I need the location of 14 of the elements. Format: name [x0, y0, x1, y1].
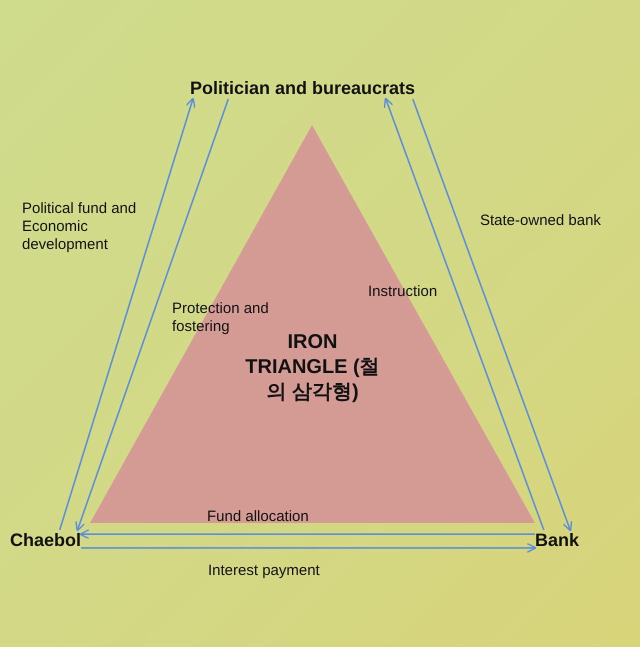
- edge-label: Political fund and Economic development: [22, 200, 136, 253]
- edge-label: Fund allocation: [207, 508, 309, 525]
- edge-label: Interest payment: [208, 562, 320, 579]
- arrow: [384, 97, 545, 530]
- arrow: [79, 528, 535, 540]
- node-label: Bank: [535, 530, 580, 551]
- edge-label: Instruction: [368, 283, 438, 300]
- arrow: [58, 97, 196, 530]
- arrow: [81, 542, 537, 554]
- arrow: [412, 98, 572, 532]
- arrow: [75, 98, 230, 532]
- node-label: Politician and bureaucrats: [190, 78, 416, 99]
- edge-label: State-owned bank: [480, 212, 601, 229]
- node-label: Chaebol: [10, 530, 82, 551]
